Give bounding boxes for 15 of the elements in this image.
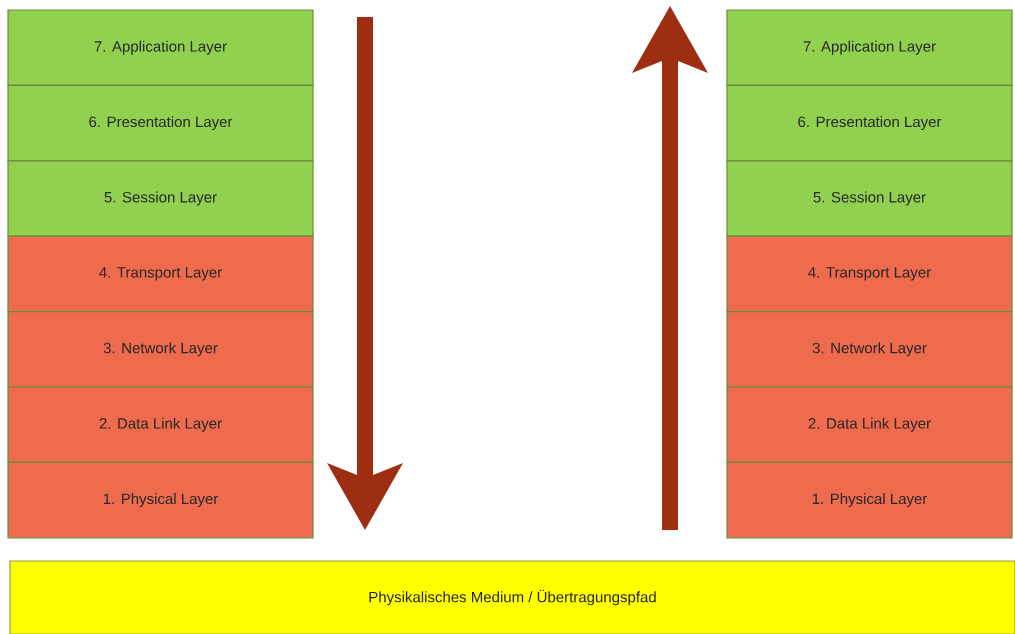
layer-box: 1. Physical Layer — [7, 461, 314, 539]
layer-box: 2. Data Link Layer — [726, 386, 1013, 463]
layer-box: 6. Presentation Layer — [726, 84, 1013, 162]
layer-box: 6. Presentation Layer — [7, 84, 314, 162]
layer-box: 7. Application Layer — [7, 9, 314, 86]
layer-box: 1. Physical Layer — [726, 461, 1013, 539]
layer-box: 4. Transport Layer — [7, 235, 314, 313]
layer-box: 7. Application Layer — [726, 9, 1013, 86]
layer-box: 5. Session Layer — [7, 160, 314, 237]
layer-box: 2. Data Link Layer — [7, 386, 314, 463]
layer-box: 5. Session Layer — [726, 160, 1013, 237]
layer-box: 3. Network Layer — [7, 311, 314, 388]
layer-box: 3. Network Layer — [726, 311, 1013, 388]
medium-bar: Physikalisches Medium / Übertragungspfad — [9, 560, 1015, 634]
layer-box: 4. Transport Layer — [726, 235, 1013, 313]
